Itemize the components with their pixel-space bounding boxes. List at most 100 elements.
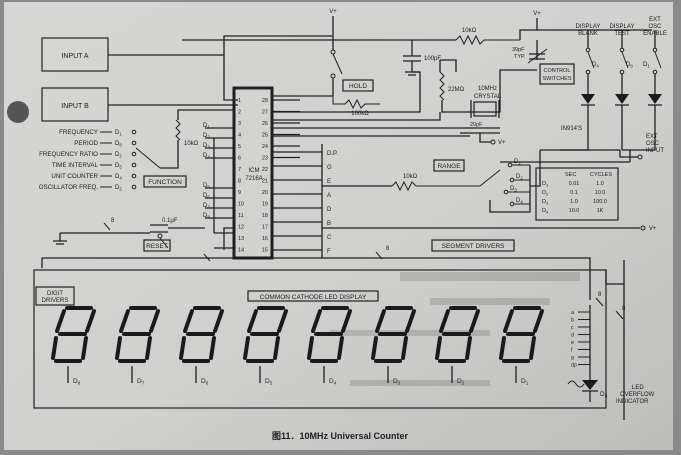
digit-label: D6 [201,378,209,386]
digit-label: D8 [73,378,81,386]
range-contact-digit: D3 [510,186,517,193]
ic-pin-left: 5 [238,144,241,150]
overflow-bus-tick [595,297,604,307]
reset-label: RESET [146,243,168,250]
segment-c [145,336,152,360]
function-contact [131,129,137,135]
resistor-22m [439,71,445,101]
segment-c [465,336,472,360]
segment-c [273,336,280,360]
ic-left-digit: D1 [203,123,210,130]
segment-f [55,309,66,333]
function-option-digit: D1 [115,130,122,137]
ext-osc-enable-line2: OSC [648,24,662,30]
wire-diode-down [530,150,541,187]
overflow-segment-label: e [571,340,574,346]
ic-pin-right: 17 [262,225,268,231]
range-table-header-sec: SEC [565,172,576,178]
function-option-digit: D5 [115,163,122,170]
control-switch-contact-2 [619,69,625,75]
function-option[interactable]: UNIT COUNTER [51,173,98,180]
segment-label: G [327,165,332,171]
wires-osc-pins [271,71,470,137]
control-switch-contact-2 [652,69,658,75]
wire-20pf-vplus [479,133,491,143]
function-selector-lever[interactable] [135,147,161,169]
crystal-plates [470,100,500,118]
led-digit: D3 [371,306,416,386]
segment-label: F [327,249,331,255]
ic-left-leads [205,127,234,219]
bus-tick-left [103,222,111,231]
segment-label: D [327,207,332,213]
resistor-function-value: 10kΩ [184,141,199,147]
ic-left-digit: D4 [203,153,210,160]
function-option[interactable]: OSCILLATOR FREQ. [39,184,99,191]
range-table-digit: D1 [542,181,548,188]
display-panel [33,269,607,409]
diode-digit: D4 [592,62,599,69]
bleed-through [330,272,580,386]
ic-pin-left: 9 [238,190,241,196]
control-switch-lever[interactable] [621,51,629,69]
diodes-label: IN914'S [561,126,582,132]
range-table-cycles: 1.0 [596,181,604,187]
resistor-function [175,119,181,141]
overflow-segment-label: f [571,348,573,354]
range-label: RANGE [437,163,461,170]
ic-pin-left: 7 [238,167,241,173]
function-contact [131,151,137,157]
control-switch-lever[interactable] [587,51,595,69]
bus-tick-mid [375,251,383,260]
input-b-label: INPUT B [61,103,89,110]
control-switch-contact [652,47,658,53]
segment-f [375,309,386,333]
led-digit: D7 [115,306,160,386]
segment-label: E [327,179,331,185]
function-option[interactable]: FREQUENCY RATIO [39,151,98,158]
trimmer-arrow [527,48,548,64]
ic-pin-left: 13 [238,236,244,242]
range-contact [507,162,513,168]
function-option[interactable]: PERIOD [74,140,98,147]
control-switch-lever[interactable] [654,51,662,69]
overflow-segment-label: g [571,355,574,361]
ic-left-digit: D5 [203,183,210,190]
ic-pin-left: 3 [238,121,241,127]
segment-e [179,336,186,360]
bus-tick-ic [203,253,211,262]
segment-f [183,309,194,333]
segment-drivers-label: SEGMENT DRIVERS [442,243,505,250]
vplus-hold-label: V+ [329,9,337,15]
segment-f [439,309,450,333]
led-digit: D5 [243,306,288,386]
function-option[interactable]: TIME INTERVAL [52,162,99,169]
ic-name-line2: 7216A [245,176,262,182]
led-overflow-line1: LED [632,385,644,391]
ic-left-digit: D8 [203,213,210,220]
wire-left-lower [214,227,234,250]
overflow-wires [589,260,625,300]
ic-pin-left: 8 [238,179,241,185]
overflow-led-bar [582,390,598,402]
diode-bar [581,104,595,112]
function-option[interactable]: FREQUENCY [59,129,98,136]
range-table-digit: D2 [542,190,548,197]
segment-b [213,309,224,333]
diode-digit: D1 [643,62,650,69]
ic-left-digit: D2 [203,133,210,140]
range-selector-lever[interactable] [479,169,501,187]
range-contact [503,189,509,195]
diode-bar [648,104,662,112]
ic-pin-right: 15 [262,248,268,254]
ic-pin-right: 27 [262,110,268,116]
hold-switch-lever[interactable] [332,53,343,75]
ic-pin-right: 25 [262,133,268,139]
range-table-cycles: 100.0 [593,199,607,205]
digit-label: D7 [137,378,145,386]
digit-label: D5 [265,378,273,386]
segment-f [503,309,514,333]
